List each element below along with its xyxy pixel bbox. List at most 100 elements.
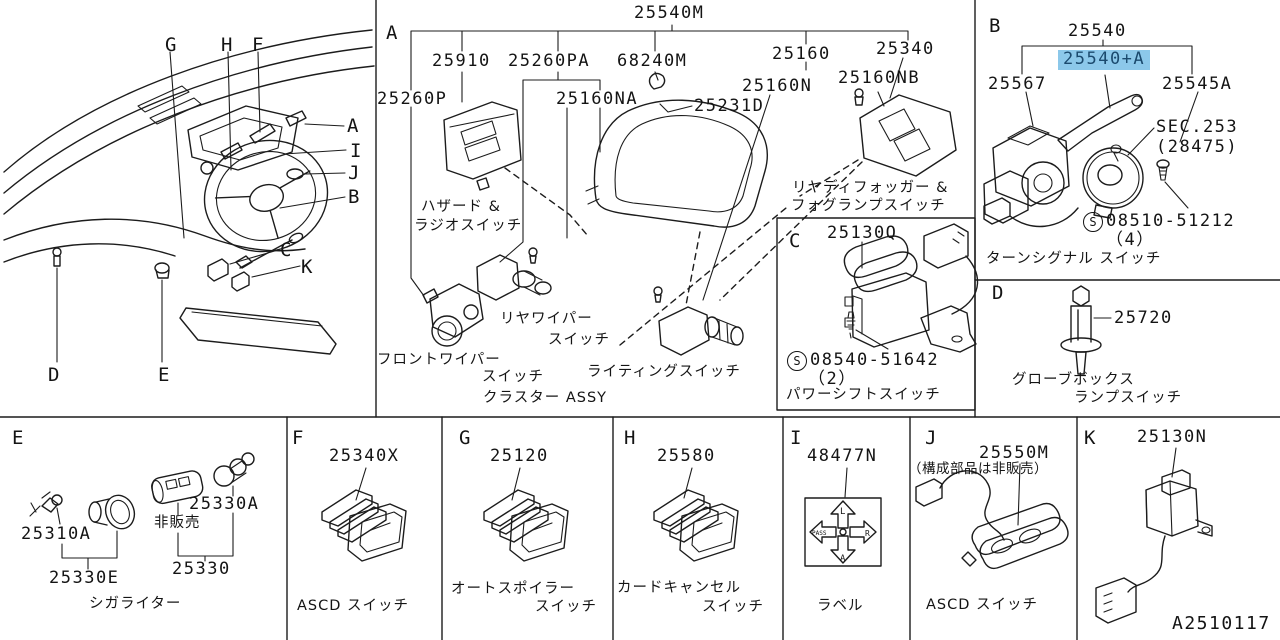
sec-reference-line1: SEC.253 [1156,117,1239,137]
section-d-label: D [992,282,1004,304]
caption-label: ラベル [817,598,864,614]
part-number-25160NA: 25160NA [556,89,639,109]
section-h-art [653,467,739,562]
caption-glove-box-line2: ランプスイッチ [1074,390,1183,406]
part-number-25260P: 25260P [377,89,448,109]
part-number-25330A: 25330A [189,494,260,514]
section-k-label: K [1084,427,1096,449]
part-number-25540A-highlighted[interactable]: 25540+A [1058,50,1151,70]
part-number-25545A: 25545A [1162,74,1233,94]
caption-cluster-assy: クラスター ASSY [483,390,608,406]
section-g-art [483,467,569,562]
part-number-25260PA: 25260PA [508,51,591,71]
part-number-25231D: 25231D [694,96,765,116]
caption-defogger-line1: リヤディフォッガー & [792,180,949,196]
part-number-25540: 25540 [1068,21,1127,41]
part-number-25540M: 25540M [634,3,705,23]
caption-auto-spoiler-line1: オートスポイラー [451,581,575,597]
part-number-25310A: 25310A [21,524,92,544]
part-number-25160N: 25160N [742,76,813,96]
callout-a: A [347,115,359,137]
caption-ascd-switch-f: ASCD スイッチ [297,598,410,614]
callout-h: H [221,34,233,56]
section-h-label: H [624,427,636,449]
sticker-up-letter: L [840,507,845,517]
callout-k: K [301,256,313,278]
caption-glove-box-line1: グローブボックス [1012,372,1135,388]
section-c-label: C [789,230,801,252]
section-a-label: A [386,22,398,44]
callout-e: E [158,364,170,386]
part-number-25910: 25910 [432,51,491,71]
section-a-art [410,24,957,356]
part-number-25120: 25120 [490,446,549,466]
caption-front-wiper-line1: フロントワイパー [377,352,501,368]
section-i-art: L PASS R A [804,467,882,567]
screw-part-25510: S 08510-51212 [1083,212,1235,232]
section-i-label: I [790,427,802,449]
part-number-25340X: 25340X [329,446,400,466]
screw-number: 08510-51212 [1106,211,1236,232]
callout-g: G [165,34,177,56]
sticker-down-letter: A [840,554,846,564]
part-number-25330: 25330 [172,559,231,579]
screw-number: 08540-51642 [810,350,940,371]
not-sold-note: 非販売 [154,515,201,531]
caption-rear-wiper-line1: リヤワイパー [500,311,593,327]
part-number-48477N: 48477N [807,446,878,466]
circled-s-icon: S [1083,212,1103,232]
part-number-25340: 25340 [876,39,935,59]
section-j-label: J [925,427,937,449]
callout-d: D [48,364,60,386]
section-j-art [915,463,1069,570]
callout-f: F [252,34,264,56]
diagram-code: A2510117 [1172,613,1271,634]
part-number-25130N: 25130N [1137,427,1208,447]
screw-quantity: （2） [808,369,857,389]
caption-lighting-switch: ライティングスイッチ [587,364,741,380]
components-not-sold-note: （構成部品は非販売） [908,461,1048,477]
section-b-art [983,39,1199,228]
caption-front-wiper-line2: スイッチ [482,369,544,385]
part-number-25160: 25160 [772,44,831,64]
section-f-label: F [292,427,304,449]
sticker-right-letter: R [865,529,870,538]
caption-cigar-lighter: シガライター [89,596,182,612]
caption-turn-signal-switch: ターンシグナル スイッチ [986,251,1162,267]
caption-hazard-line2: ラジオスイッチ [414,218,523,234]
section-f-art [321,467,407,562]
screw-quantity: （4） [1106,230,1155,250]
part-number-68240M: 68240M [617,51,688,71]
callout-j: J [348,162,360,184]
part-number-25330E: 25330E [49,568,120,588]
caption-rear-wiper-line2: スイッチ [548,332,610,348]
part-number-25160NB: 25160NB [838,68,921,88]
caption-hazard-line1: ハザード & [421,199,501,215]
part-number-25580: 25580 [657,446,716,466]
callout-b: B [348,186,360,208]
part-number-25130Q: 25130Q [827,223,898,243]
callout-i: I [350,140,362,162]
caption-auto-spoiler-line2: スイッチ [535,599,597,615]
section-e-label: E [12,427,24,449]
screw-part-08540: S 08540-51642 [787,351,939,371]
part-number-25550M: 25550M [979,443,1050,463]
part-number-25567: 25567 [988,74,1047,94]
sec-reference-line2: (28475) [1156,137,1239,157]
section-e-art [29,452,255,570]
section-d-art [1060,285,1112,375]
overview-dashboard-art [3,29,375,363]
section-c-art [843,223,979,353]
sticker-left-letter: PASS [812,530,827,537]
section-k-art [1095,447,1213,624]
caption-card-cancel-line2: スイッチ [702,599,764,615]
section-b-label: B [989,15,1001,37]
callout-c: C [280,239,292,261]
circled-s-icon: S [787,351,807,371]
caption-defogger-line2: フォグランプスイッチ [791,198,946,214]
caption-card-cancel-line1: カードキャンセル [617,580,741,596]
section-g-label: G [459,427,471,449]
